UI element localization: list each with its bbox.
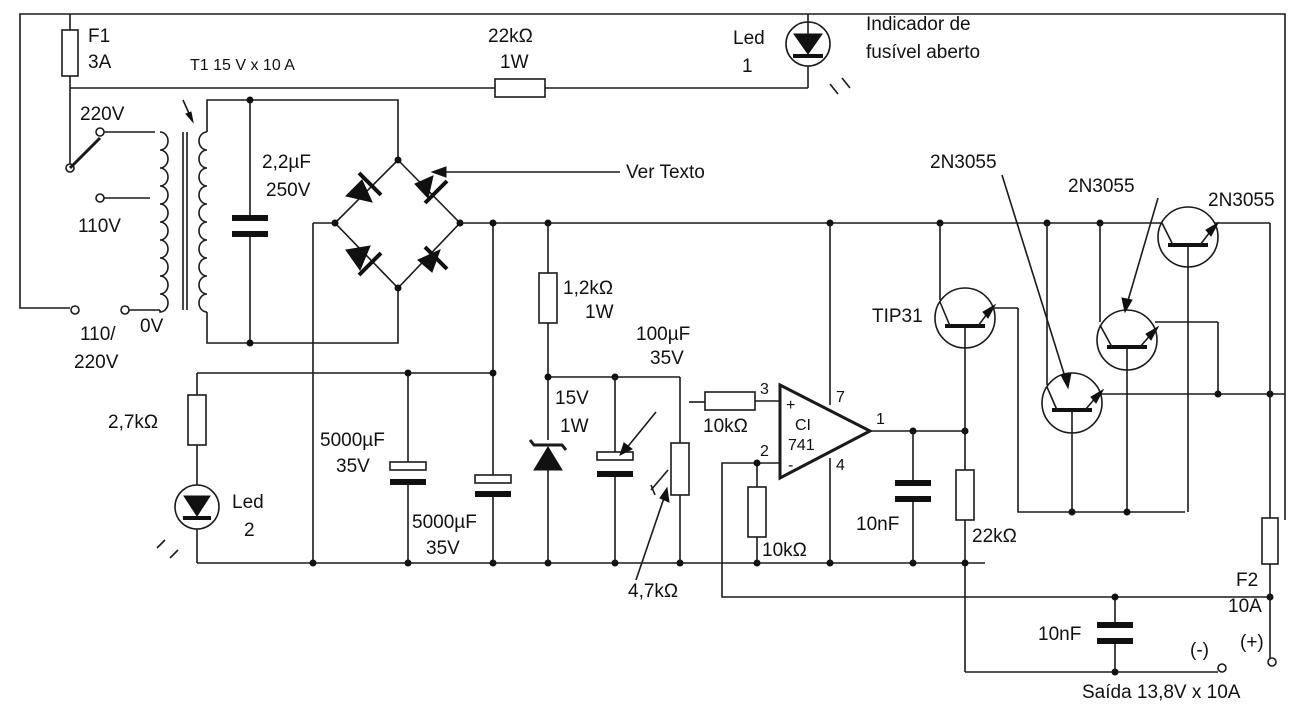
- label-c2-value: 5000µF: [412, 512, 477, 533]
- label-pin-7: 7: [836, 389, 845, 406]
- op-amp-741: [721, 223, 1270, 598]
- capacitor-100uf: [596, 451, 634, 461]
- transistor-tip31: [934, 223, 1185, 513]
- label-led1-num: 1: [742, 56, 753, 77]
- label-transformer: T1 15 V x 10 A: [190, 57, 295, 74]
- transformer-t1: [159, 99, 399, 344]
- resistor-2-7k: [187, 394, 207, 446]
- label-input-2: 220V: [74, 352, 119, 373]
- label-c1-voltage: 35V: [336, 456, 370, 477]
- capacitor-10nf-comp: [895, 431, 931, 563]
- label-220v: 220V: [80, 104, 125, 125]
- label-cap-35v: 35V: [650, 348, 684, 369]
- label-positive: (+): [1240, 632, 1264, 653]
- label-input-1: 110/: [80, 324, 116, 345]
- capacitor-5000uf-1: [389, 369, 427, 563]
- led-1: [785, 21, 851, 95]
- label-f2-rating: 10A: [1228, 596, 1262, 617]
- label-zener-1w: 1W: [560, 416, 589, 437]
- potentiometer-4-7k: [635, 377, 780, 581]
- label-c-10nf: 10nF: [856, 514, 899, 535]
- output-bias: [955, 348, 1277, 676]
- resistor-22k-1w: [494, 78, 546, 98]
- label-pin-2: 2: [760, 443, 769, 460]
- label-cap-250v: 250V: [266, 180, 311, 201]
- label-pin-3: 3: [760, 381, 769, 398]
- label-led2-num: 2: [244, 520, 255, 541]
- mains-wiring: [19, 13, 1286, 520]
- label-q3: 2N3055: [1208, 190, 1275, 211]
- label-r-1-2k: 1,2kΩ: [563, 278, 613, 299]
- dc-rails: [197, 219, 1270, 567]
- led-2-branch: [156, 373, 220, 563]
- label-r-10k-fb: 10kΩ: [762, 540, 807, 561]
- voltage-selector-switch: [65, 127, 130, 315]
- label-r-2-7k: 2,7kΩ: [108, 412, 158, 433]
- label-ic-part: 741: [788, 437, 815, 454]
- label-arrows: [1001, 174, 1159, 390]
- label-pin-4: 4: [836, 457, 845, 474]
- label-minus: -: [788, 457, 793, 474]
- label-cap-2-2uf: 2,2µF: [262, 152, 311, 173]
- output-terminal-positive: [1267, 657, 1277, 667]
- label-led1-name: Led: [733, 28, 765, 49]
- label-110v: 110V: [78, 216, 121, 237]
- label-0v: 0V: [140, 316, 164, 337]
- label-r-1-2k-power: 1W: [585, 302, 614, 323]
- label-cap-100uf: 100µF: [636, 324, 690, 345]
- label-q1: 2N3055: [930, 152, 997, 173]
- labels: F1 3A T1 15 V x 10 A 22kΩ 1W Led 1 Indic…: [74, 14, 1275, 703]
- label-f2-name: F2: [1236, 570, 1258, 591]
- capacitor-2-2uf: [232, 96, 268, 347]
- transistor-2n3055-1: [1041, 223, 1285, 516]
- label-c-out: 10nF: [1038, 624, 1081, 645]
- label-r-22k-value: 22kΩ: [488, 26, 533, 47]
- transistor-2n3055-2: [1096, 223, 1222, 516]
- fuse-f1: [61, 29, 79, 77]
- zener-diode: [533, 446, 563, 471]
- label-r-22k-bias: 22kΩ: [972, 526, 1017, 547]
- label-f1-name: F1: [88, 26, 110, 47]
- fuse-f2: [1261, 223, 1279, 658]
- capacitor-5000uf-2: [474, 474, 512, 563]
- label-r-10k-in: 10kΩ: [703, 416, 748, 437]
- label-pin-1: 1: [876, 411, 885, 428]
- label-led2-name: Led: [232, 492, 264, 513]
- label-zener-15v: 15V: [555, 388, 589, 409]
- resistor-10k-input: [704, 391, 756, 411]
- transistor-2n3055-3: [1157, 206, 1274, 601]
- label-c1-value: 5000µF: [320, 430, 385, 451]
- label-r-22k-power: 1W: [500, 52, 529, 73]
- output-terminal-negative: [1217, 663, 1227, 673]
- label-ver-texto: Ver Texto: [626, 162, 705, 183]
- label-c2-voltage: 35V: [426, 538, 460, 559]
- label-q2: 2N3055: [1068, 176, 1135, 197]
- bridge-rectifier: [331, 156, 620, 292]
- zener-reference: [528, 223, 680, 563]
- label-plus: +: [786, 397, 795, 414]
- label-negative: (-): [1190, 640, 1209, 661]
- label-pot-4-7k: 4,7kΩ: [628, 581, 678, 602]
- label-indicator-1: Indicador de: [866, 14, 971, 35]
- label-ic-name: CI: [795, 417, 811, 434]
- label-f1-rating: 3A: [88, 52, 112, 73]
- resistor-10k-feedback: [747, 486, 767, 538]
- label-output: Saída 13,8V x 10A: [1082, 682, 1241, 703]
- label-indicator-2: fusível aberto: [866, 42, 980, 63]
- label-tip31: TIP31: [872, 306, 923, 327]
- resistor-22k-bias: [955, 469, 975, 521]
- resistor-1-2k: [538, 272, 558, 324]
